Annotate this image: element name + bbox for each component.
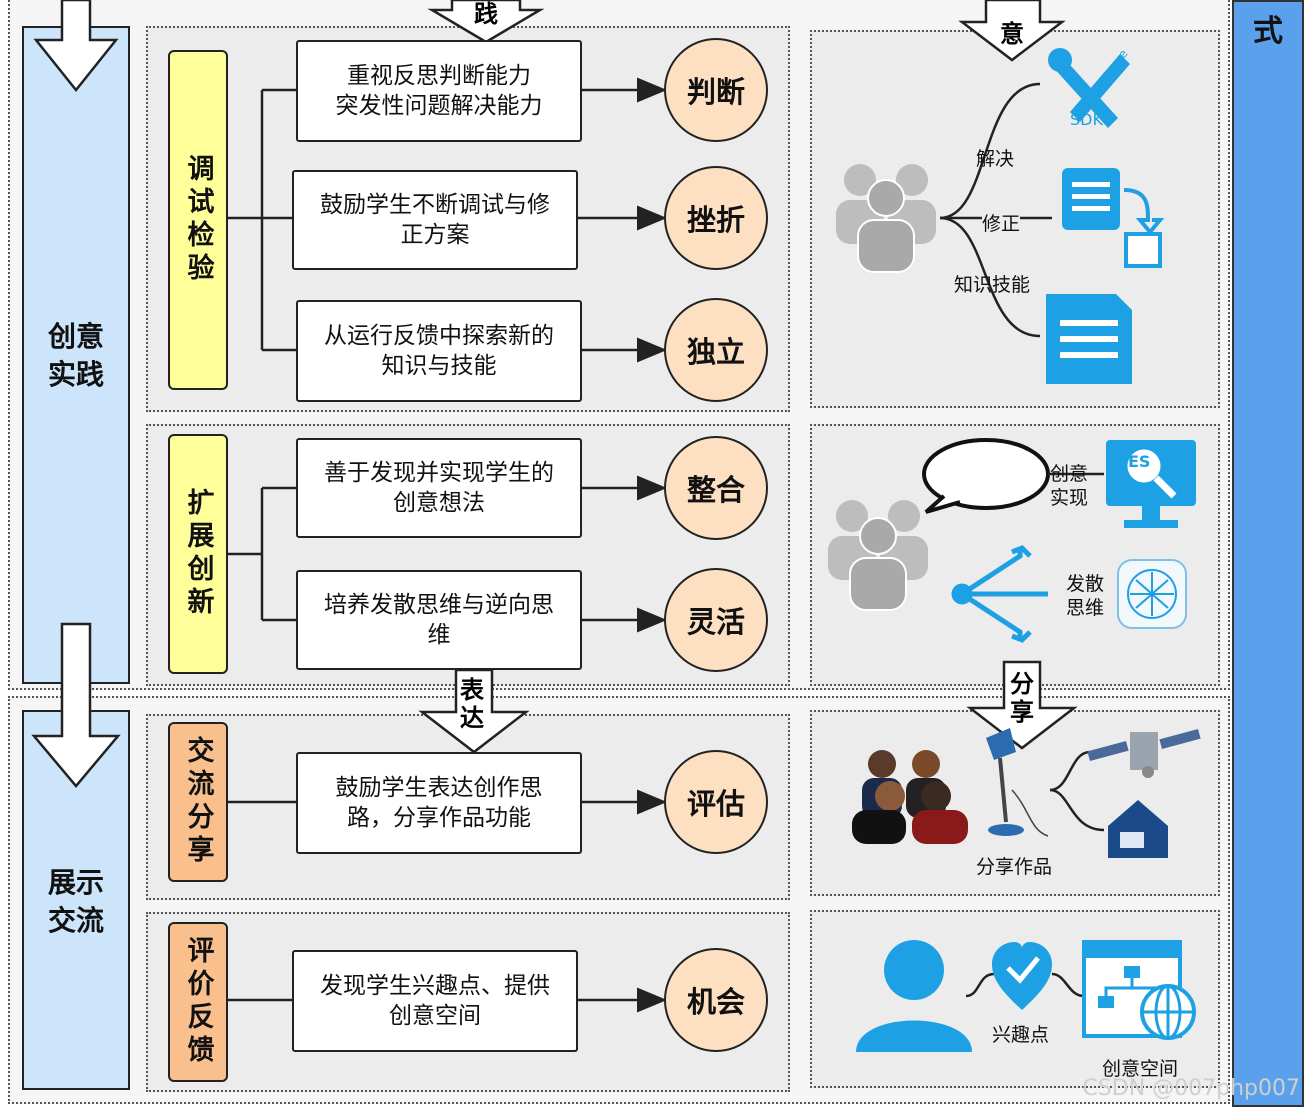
arrow-label-creativity: 意 [1000, 20, 1024, 48]
group-debug: 调试检验 [168, 50, 228, 390]
group-share: 交流分享 [168, 722, 228, 882]
result-integration: 整合 [664, 436, 768, 540]
down-arrow-top-left [33, 0, 119, 93]
result-flexibility: 灵活 [664, 568, 768, 672]
share-arrows-icon [951, 545, 1048, 643]
speech-bubble-icon [922, 438, 1050, 514]
label-es: ES [1128, 452, 1151, 471]
heart-check-icon [992, 942, 1052, 1010]
stage-practice-label: 创意 实践 [47, 320, 104, 391]
stage-practice: 创意 实践 [22, 26, 130, 684]
group-evaluate: 评价反馈 [168, 922, 228, 1082]
people-group-icon-1 [836, 164, 936, 273]
group-expand: 扩展创新 [168, 434, 228, 674]
label-solve: 解决 [976, 148, 1015, 170]
result-independence: 独立 [664, 298, 768, 402]
mode-bar: 式 [1232, 0, 1304, 1107]
row-box-1: 重视反思判断能力 突发性问题解决能力 [296, 40, 582, 142]
mode-bar-label: 式 [1253, 14, 1283, 49]
label-creative-space: 创意空间 [1102, 1058, 1179, 1080]
label-fix: 修正 [982, 209, 1021, 236]
row-box-3: 从运行反馈中探索新的 知识与技能 [296, 300, 582, 402]
down-arrow-express [418, 668, 530, 754]
watermark: CSDN @007php007 [1082, 1076, 1300, 1101]
group-expand-label: 扩展创新 [182, 488, 214, 620]
search-monitor-icon [1106, 440, 1196, 528]
row-box-6: 鼓励学生表达创作思 路，分享作品功能 [296, 752, 582, 854]
sitemap-globe-icon [1082, 940, 1196, 1040]
result-judgement: 判断 [664, 38, 768, 142]
down-arrow-practice [427, 0, 545, 44]
label-share-work: 分享作品 [976, 856, 1053, 878]
document-copy-icon [1062, 168, 1165, 268]
down-arrow-share [966, 660, 1078, 750]
group-evaluate-label: 评价反馈 [182, 936, 214, 1068]
stage-exchange-label: 展示 交流 [47, 866, 104, 937]
group-debug-label: 调试检验 [182, 154, 214, 286]
people-meeting-icon [852, 750, 968, 844]
row-box-2: 鼓励学生不断调试与修 正方案 [292, 170, 578, 270]
row-box-4: 善于发现并实现学生的 创意想法 [296, 438, 582, 538]
arrow-label-practice: 践 [474, 0, 498, 28]
group-share-label: 交流分享 [182, 736, 214, 868]
arrow-label-share: 分 享 [1010, 670, 1034, 726]
label-sdk: SDK [1070, 110, 1103, 129]
network-icon [1117, 559, 1187, 629]
label-interest: 兴趣点 [992, 1024, 1050, 1046]
arrow-label-express: 表 达 [460, 676, 484, 732]
down-arrow-creativity [958, 0, 1066, 62]
label-divergent: 发散 思维 [1066, 573, 1105, 619]
result-frustration: 挫折 [664, 166, 768, 270]
satellite-icon [1087, 728, 1201, 778]
user-icon [856, 940, 972, 1052]
result-assessment: 评估 [664, 750, 768, 854]
row-box-7: 发现学生兴趣点、提供 创意空间 [292, 950, 578, 1052]
result-opportunity: 机会 [664, 948, 768, 1052]
microphone-icon [986, 728, 1049, 837]
home-computer-icon [1108, 800, 1168, 858]
document-icon [1046, 294, 1132, 384]
row-box-5: 培养发散思维与逆向思 维 [296, 570, 582, 670]
label-skills: 知识技能 [954, 274, 1031, 296]
people-group-icon-2 [828, 500, 928, 611]
label-creative-real: 创意 实现 [1050, 463, 1089, 509]
down-arrow-mid-left [31, 622, 121, 788]
wrench-icon [1048, 48, 1130, 128]
branch-lines-3 [1049, 750, 1105, 832]
